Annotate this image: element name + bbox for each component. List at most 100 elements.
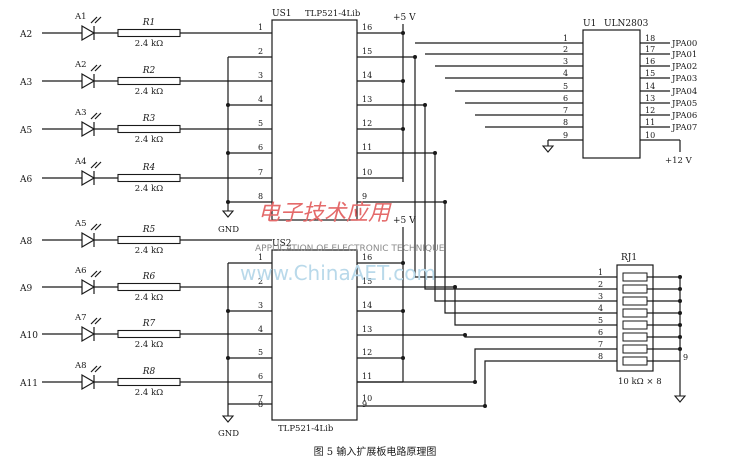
pin-number: 16 [362, 23, 372, 32]
pin-number: 9 [362, 192, 367, 201]
pin-number: 8 [563, 118, 568, 127]
watermark-subtitle: APPLICATION OF ELECTRONIC TECHNIQUE [255, 244, 445, 254]
led-label: A7 [74, 313, 87, 323]
pin-number: 12 [645, 106, 655, 115]
input-label: A10 [19, 331, 38, 341]
gnd-label: GND [218, 225, 239, 235]
led-arrow [90, 270, 98, 278]
pin-number: 4 [258, 95, 263, 104]
led-arrow [94, 317, 102, 325]
led-symbol [81, 325, 96, 343]
led-arrow [94, 112, 102, 120]
wire [414, 57, 617, 278]
junction-dot [678, 287, 682, 291]
output-label: JPA01 [671, 50, 697, 60]
pin-number: 15 [645, 69, 655, 78]
resistor-symbol [117, 76, 181, 86]
network-resistor [622, 356, 648, 366]
junction-dot [433, 151, 437, 155]
pin-number: 10 [362, 394, 372, 403]
led-arrow [94, 223, 102, 231]
resistor-label: R8 [142, 367, 156, 377]
pin-number: 2 [258, 277, 263, 286]
junction-dot [401, 356, 405, 360]
pin-number: 11 [362, 372, 372, 381]
junction-dot [463, 333, 467, 337]
pin-number: 5 [598, 316, 603, 325]
pin-number: 7 [598, 340, 603, 349]
ground-symbol [541, 145, 555, 153]
pin-number: 11 [362, 143, 372, 152]
ground-symbol [221, 210, 235, 218]
pin-number: 1 [598, 268, 603, 277]
junction-dot [678, 299, 682, 303]
output-label: JPA07 [671, 123, 697, 133]
junction-dot [423, 103, 427, 107]
led-arrow [90, 317, 98, 325]
led-label: A3 [74, 108, 87, 118]
junction-dot [678, 311, 682, 315]
pin-number: 3 [563, 57, 568, 66]
network-resistor [622, 320, 648, 330]
rj1-ref: RJ1 [621, 253, 637, 263]
network-resistor [622, 284, 648, 294]
output-label: JPA05 [671, 99, 697, 109]
junction-dot [401, 79, 405, 83]
resistor-symbol [117, 377, 181, 387]
wire [424, 105, 617, 290]
pin-number: 1 [563, 34, 568, 43]
led-symbol [81, 120, 96, 138]
wire [454, 287, 617, 326]
led-arrow [94, 64, 102, 72]
pin-number: 6 [258, 143, 263, 152]
pin-number: 14 [362, 301, 372, 310]
wire [474, 348, 617, 382]
junction-dot [401, 309, 405, 313]
rj1-value: 10 kΩ × 8 [618, 377, 662, 387]
resistor-label: R7 [142, 319, 156, 329]
input-label: A3 [19, 78, 32, 88]
junction-dot [226, 103, 230, 107]
us1-body [271, 19, 358, 221]
resistor-symbol [117, 235, 181, 245]
wire [444, 202, 617, 314]
pin-number: 1 [258, 23, 263, 32]
pin-number: 4 [598, 304, 603, 313]
resistor-symbol [117, 282, 181, 292]
resistor-symbol [117, 28, 181, 38]
pin-number: 14 [645, 82, 655, 91]
junction-dot [401, 261, 405, 265]
pin-number: 2 [598, 280, 603, 289]
pin-number: 5 [258, 348, 263, 357]
pin-number: 18 [645, 34, 655, 43]
network-resistor [622, 296, 648, 306]
led-symbol [81, 231, 96, 249]
network-resistor [622, 344, 648, 354]
pin-number: 2 [563, 45, 568, 54]
junction-dot [226, 356, 230, 360]
resistor-value-label: 2.4 kΩ [135, 87, 163, 97]
pin-number: 10 [362, 168, 372, 177]
us1-part: TLP521-4Lib [305, 9, 361, 19]
ground-symbol [673, 395, 687, 403]
pin-number: 6 [258, 372, 263, 381]
pin-number: 11 [645, 118, 655, 127]
resistor-label: R2 [142, 66, 156, 76]
led-arrow [90, 64, 98, 72]
pin-number: 16 [645, 57, 655, 66]
pin-number: 12 [362, 348, 372, 357]
output-label: JPA03 [671, 74, 697, 84]
input-label: A6 [19, 175, 32, 185]
pin-number: 5 [563, 82, 568, 91]
pin-number: 4 [563, 69, 568, 78]
pin-number: 8 [258, 192, 263, 201]
led-symbol [81, 72, 96, 90]
led-symbol [81, 373, 96, 391]
network-resistor [622, 332, 648, 342]
pin-number: 4 [258, 325, 263, 334]
u1-part: ULN2803 [604, 19, 649, 29]
pin-number: 13 [362, 95, 372, 104]
output-label: JPA02 [671, 62, 697, 72]
